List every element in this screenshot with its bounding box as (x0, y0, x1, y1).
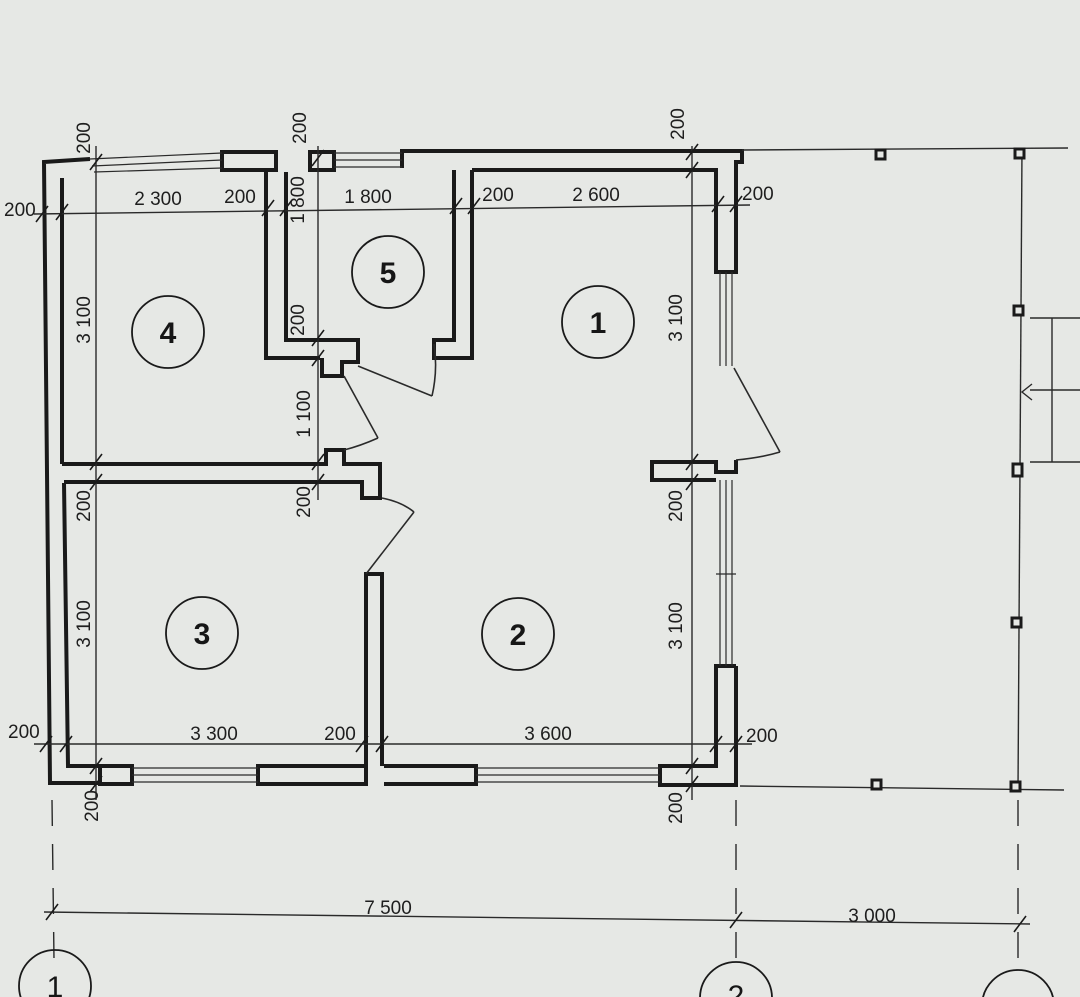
dimension-ticks (35, 143, 1027, 933)
dimension-labels-horizontal: 200 2 300 200 1 800 200 2 600 200 200 3 … (4, 184, 896, 927)
dim-top-2600: 2 600 (572, 185, 620, 206)
room-number-1: 1 (590, 307, 607, 340)
dim-top-wall-mid: 200 (290, 112, 311, 144)
terrace-posts (870, 147, 1026, 793)
dim-mid-1800: 1 800 (288, 176, 309, 224)
dim-right-3100-upper: 3 100 (666, 294, 687, 342)
dim-top-200a: 200 (224, 187, 256, 208)
dim-mid-200-upper: 200 (288, 304, 309, 336)
dim-overall-3000: 3 000 (848, 906, 896, 927)
exterior-walls (41, 149, 744, 787)
dim-top-right-ext: 200 (742, 184, 774, 205)
dim-right-200: 200 (666, 490, 687, 522)
room-number-5: 5 (380, 257, 397, 290)
doors (343, 343, 781, 575)
dim-bottom-3300: 3 300 (190, 724, 238, 745)
dimension-labels-vertical: 200 200 200 3 100 200 3 100 200 1 800 20… (74, 108, 689, 824)
dim-bottom-3600: 3 600 (524, 724, 572, 745)
axis-label-2: 2 (728, 980, 745, 997)
dim-top-wall-right: 200 (668, 108, 689, 140)
dim-top-left-ext: 200 (4, 200, 36, 221)
axis-markers: 1 2 (18, 949, 1054, 997)
dim-bottom-left-ext: 200 (8, 722, 40, 743)
dimension-lines (33, 146, 1080, 961)
dim-left-200: 200 (74, 490, 95, 522)
room-number-4: 4 (160, 317, 177, 350)
dim-overall-7500: 7 500 (364, 898, 412, 919)
dim-top-2300: 2 300 (134, 189, 182, 210)
dim-bottom-wall-right: 200 (666, 792, 687, 824)
room-number-2: 2 (510, 619, 527, 652)
dim-right-3100-lower: 3 100 (666, 602, 687, 650)
dim-left-3100-lower: 3 100 (74, 600, 95, 648)
dim-left-3100-upper: 3 100 (74, 296, 95, 344)
interior-walls (62, 170, 474, 766)
axis-label-1: 1 (47, 971, 64, 997)
room-markers: 1 2 3 4 5 (131, 235, 635, 671)
dim-top-1800: 1 800 (344, 187, 392, 208)
dim-bottom-wall-left: 200 (82, 790, 103, 822)
dim-top-wall-left: 200 (74, 122, 95, 154)
windows (89, 152, 736, 783)
room-number-3: 3 (194, 618, 211, 651)
dim-mid-1100: 1 100 (294, 390, 315, 438)
dim-top-200b: 200 (482, 185, 514, 206)
dim-mid-200-lower: 200 (294, 486, 315, 518)
dim-bottom-right-ext: 200 (746, 726, 778, 747)
dim-bottom-200: 200 (324, 724, 356, 745)
